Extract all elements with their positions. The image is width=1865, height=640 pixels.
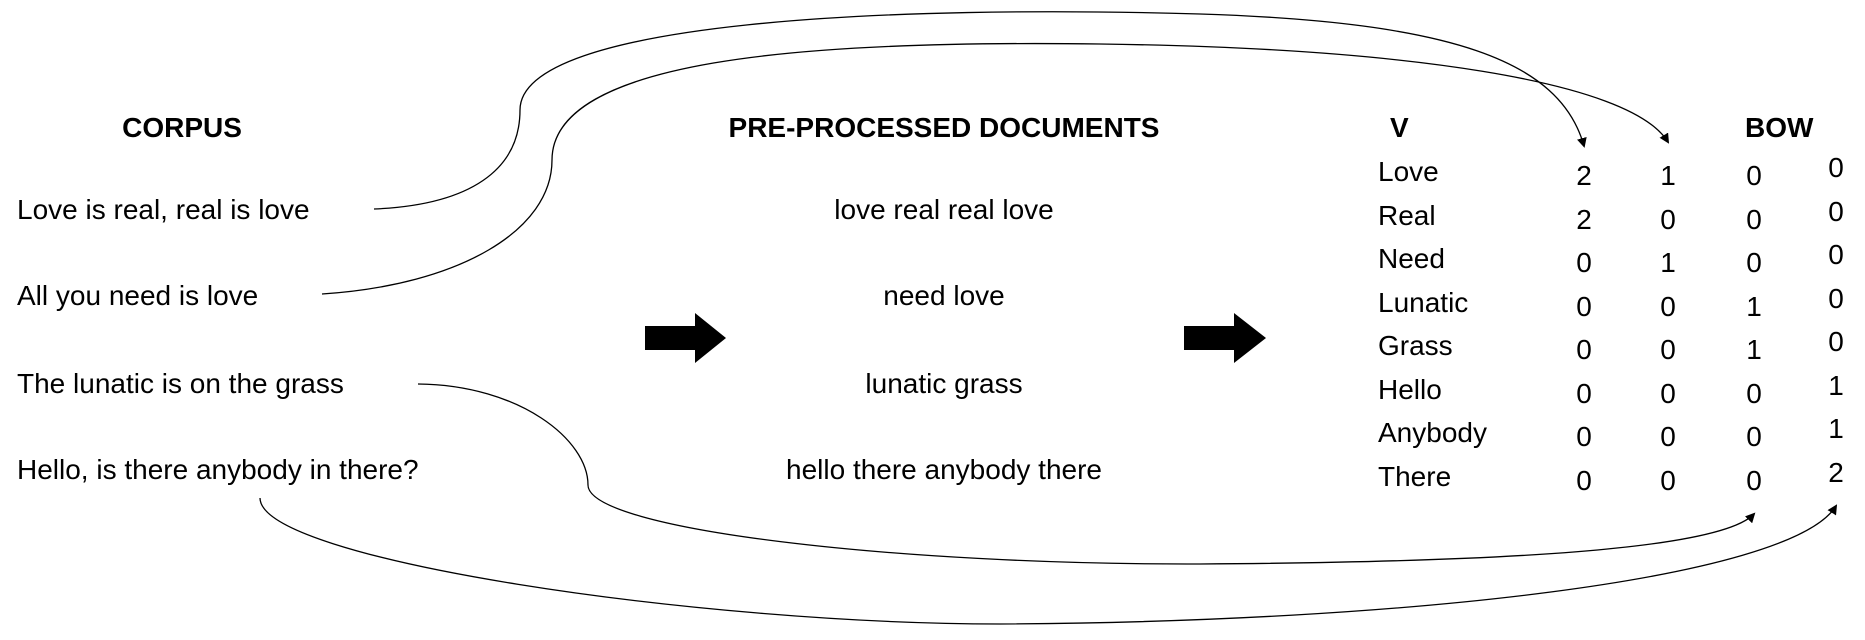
preprocessed-document: hello there anybody there (786, 454, 1102, 485)
bow-cell: 0 (1576, 377, 1592, 409)
bow-cell: 0 (1828, 152, 1844, 183)
bow-cell: 1 (1660, 160, 1676, 191)
vocabulary-word: Grass (1378, 330, 1453, 361)
connector-doc4 (259, 497, 1838, 625)
bow-cell: 0 (1746, 377, 1762, 409)
bow-cell: 0 (1660, 334, 1676, 365)
vocabulary-word: Hello (1378, 373, 1442, 405)
vocabulary-word: Lunatic (1378, 286, 1469, 318)
corpus-document: The lunatic is on the grass (17, 368, 344, 399)
bow-cell: 0 (1828, 239, 1844, 270)
vocabulary-word: Need (1378, 243, 1445, 274)
preprocessed-document: need love (883, 280, 1005, 311)
bow-cell: 0 (1746, 464, 1762, 496)
vocabulary-title: V (1390, 112, 1409, 143)
bow-cell: 0 (1576, 247, 1592, 278)
corpus-title: CORPUS (122, 112, 242, 143)
vocabulary-word: Real (1378, 199, 1436, 231)
connector-doc2 (321, 42, 1670, 295)
preprocessed-document: lunatic grass (865, 368, 1023, 399)
bow-cell: 0 (1576, 464, 1592, 496)
block-arrow-icon (1184, 313, 1266, 363)
bow-cell: 1 (1660, 247, 1676, 278)
bow-cell: 0 (1576, 421, 1592, 452)
corpus-document: Love is real, real is love (17, 194, 310, 225)
bow-cell: 0 (1746, 203, 1762, 235)
bow-cell: 2 (1828, 456, 1844, 488)
bow-cell: 0 (1660, 203, 1676, 235)
connector-doc1 (373, 11, 1587, 210)
bow-cell: 0 (1660, 464, 1676, 496)
bow-cell: 0 (1660, 377, 1676, 409)
corpus-document: All you need is love (17, 280, 259, 311)
bow-cell: 0 (1828, 326, 1844, 357)
vocabulary-word: Love (1378, 156, 1439, 187)
connector-doc3 (417, 383, 1756, 565)
vocabulary-word: There (1378, 460, 1452, 492)
bow-cell: 1 (1746, 334, 1762, 365)
corpus-document: Hello, is there anybody in there? (17, 454, 419, 485)
block-arrow-icon (645, 313, 726, 363)
preprocessed-title: PRE-PROCESSED DOCUMENTS (728, 112, 1160, 143)
bow-cell: 0 (1746, 421, 1762, 452)
bow-cell: 0 (1576, 290, 1592, 322)
bow-title: BOW (1745, 112, 1814, 143)
bow-cell: 0 (1828, 195, 1844, 227)
vocabulary-word: Anybody (1378, 417, 1487, 448)
bow-cell: 1 (1828, 369, 1844, 401)
bow-cell: 1 (1746, 290, 1762, 322)
bow-cell: 0 (1576, 334, 1592, 365)
bow-cell: 0 (1660, 421, 1676, 452)
bow-cell: 0 (1828, 282, 1844, 314)
bow-cell: 2 (1576, 203, 1592, 235)
bow-cell: 0 (1660, 290, 1676, 322)
preprocessed-document: love real real love (834, 194, 1054, 225)
bow-cell: 0 (1746, 247, 1762, 278)
bow-cell: 2 (1576, 160, 1592, 191)
bow-cell: 0 (1746, 160, 1762, 191)
bow-cell: 1 (1828, 413, 1844, 444)
